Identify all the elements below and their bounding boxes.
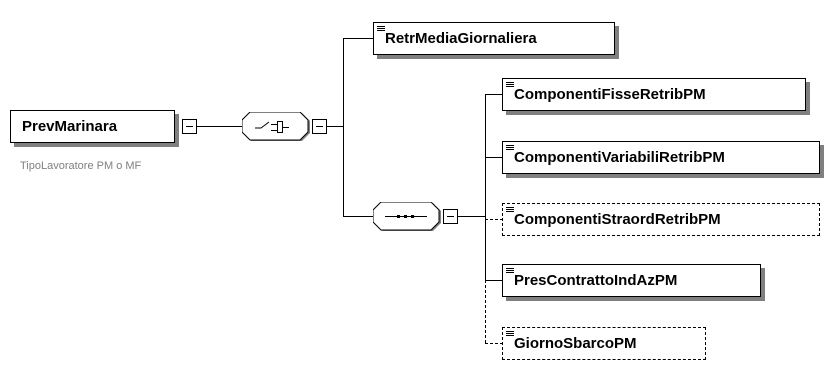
element-node-componenti-fisse[interactable]: ComponentiFisseRetribPM	[502, 78, 806, 111]
annotation-icon	[506, 207, 514, 213]
annotation-icon	[506, 331, 514, 337]
annotation-icon	[506, 82, 514, 88]
choice-compositor-icon	[242, 112, 310, 141]
element-label: ComponentiVariabiliRetribPM	[514, 149, 725, 166]
element-label: PresContrattoIndAzPM	[514, 272, 678, 289]
choice-collapse-toggle[interactable]	[312, 119, 327, 134]
annotation-icon	[377, 26, 385, 32]
annotation-icon	[506, 268, 514, 274]
sequence-collapse-toggle[interactable]	[443, 209, 458, 224]
element-node-pres-contratto[interactable]: PresContrattoIndAzPM	[502, 264, 761, 297]
element-node-retr-media-giornaliera[interactable]: RetrMediaGiornaliera	[373, 22, 615, 55]
root-type-caption: TipoLavoratore PM o MF	[20, 160, 142, 172]
element-node-componenti-variabili[interactable]: ComponentiVariabiliRetribPM	[502, 141, 820, 174]
element-label: ComponentiFisseRetribPM	[514, 86, 706, 103]
root-collapse-toggle[interactable]	[182, 119, 197, 134]
annotation-icon	[506, 145, 514, 151]
element-node-giorno-sbarco[interactable]: GiornoSbarcoPM	[502, 327, 706, 360]
element-label: RetrMediaGiornaliera	[385, 30, 537, 47]
element-label: GiornoSbarcoPM	[514, 335, 637, 352]
sequence-compositor-icon	[373, 202, 441, 231]
element-label: ComponentiStraordRetribPM	[514, 211, 721, 228]
root-element-label: PrevMarinara	[22, 118, 118, 135]
root-element-node[interactable]: PrevMarinara	[10, 110, 175, 143]
element-node-componenti-straord[interactable]: ComponentiStraordRetribPM	[502, 203, 820, 236]
